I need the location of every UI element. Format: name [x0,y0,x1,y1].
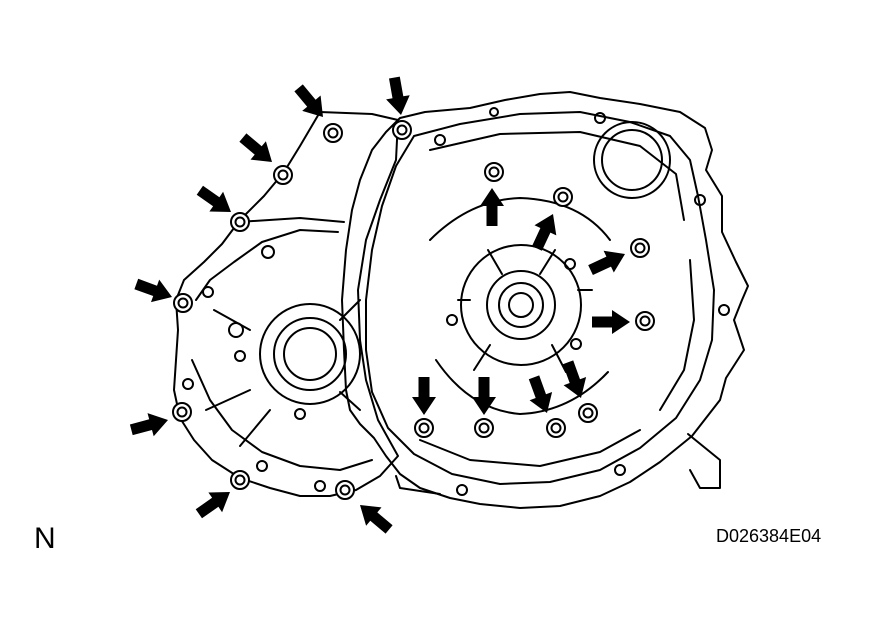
arrow-icon [129,413,168,437]
bolt-icon [635,311,655,331]
differential-bore [259,303,361,405]
arrow-icon [528,375,553,413]
bolt-icon [474,418,494,438]
bell-housing-flange [365,111,715,485]
oil-pump-bore [601,129,663,191]
differential-housing-outline [173,111,399,497]
bolt-icon [323,123,343,143]
view-letter: N [34,522,56,555]
figure-code: D026384E04 [716,526,822,546]
arrow-icon [480,188,504,226]
bolt-icon [414,418,434,438]
bolt-icon [230,470,250,490]
arrow-icon [196,185,231,212]
bolt-icon [172,402,192,422]
arrow-icon [592,310,630,334]
arrow-icon [294,84,323,117]
arrow-icon [386,76,410,115]
arrow-icon [562,360,587,398]
bolt-icon [553,187,573,207]
bolt-icon [230,212,250,232]
arrow-icon [472,377,496,415]
arrow-icon [588,250,625,275]
bolt-icon [335,480,355,500]
bolt-icon [484,162,504,182]
bolt-icon [630,238,650,258]
bolt-icon [273,165,293,185]
arrow-icon [532,214,557,251]
bolt-icon [578,403,598,423]
arrow-icon [134,278,172,303]
bolt-icon [392,120,412,140]
bolt-icon [173,293,193,313]
input-shaft-hub [486,270,556,340]
arrow-icon [412,377,436,415]
arrow-icon [195,492,230,519]
arrow-icon [239,133,272,162]
arrow-icon [360,505,393,534]
bolt-icon [546,418,566,438]
